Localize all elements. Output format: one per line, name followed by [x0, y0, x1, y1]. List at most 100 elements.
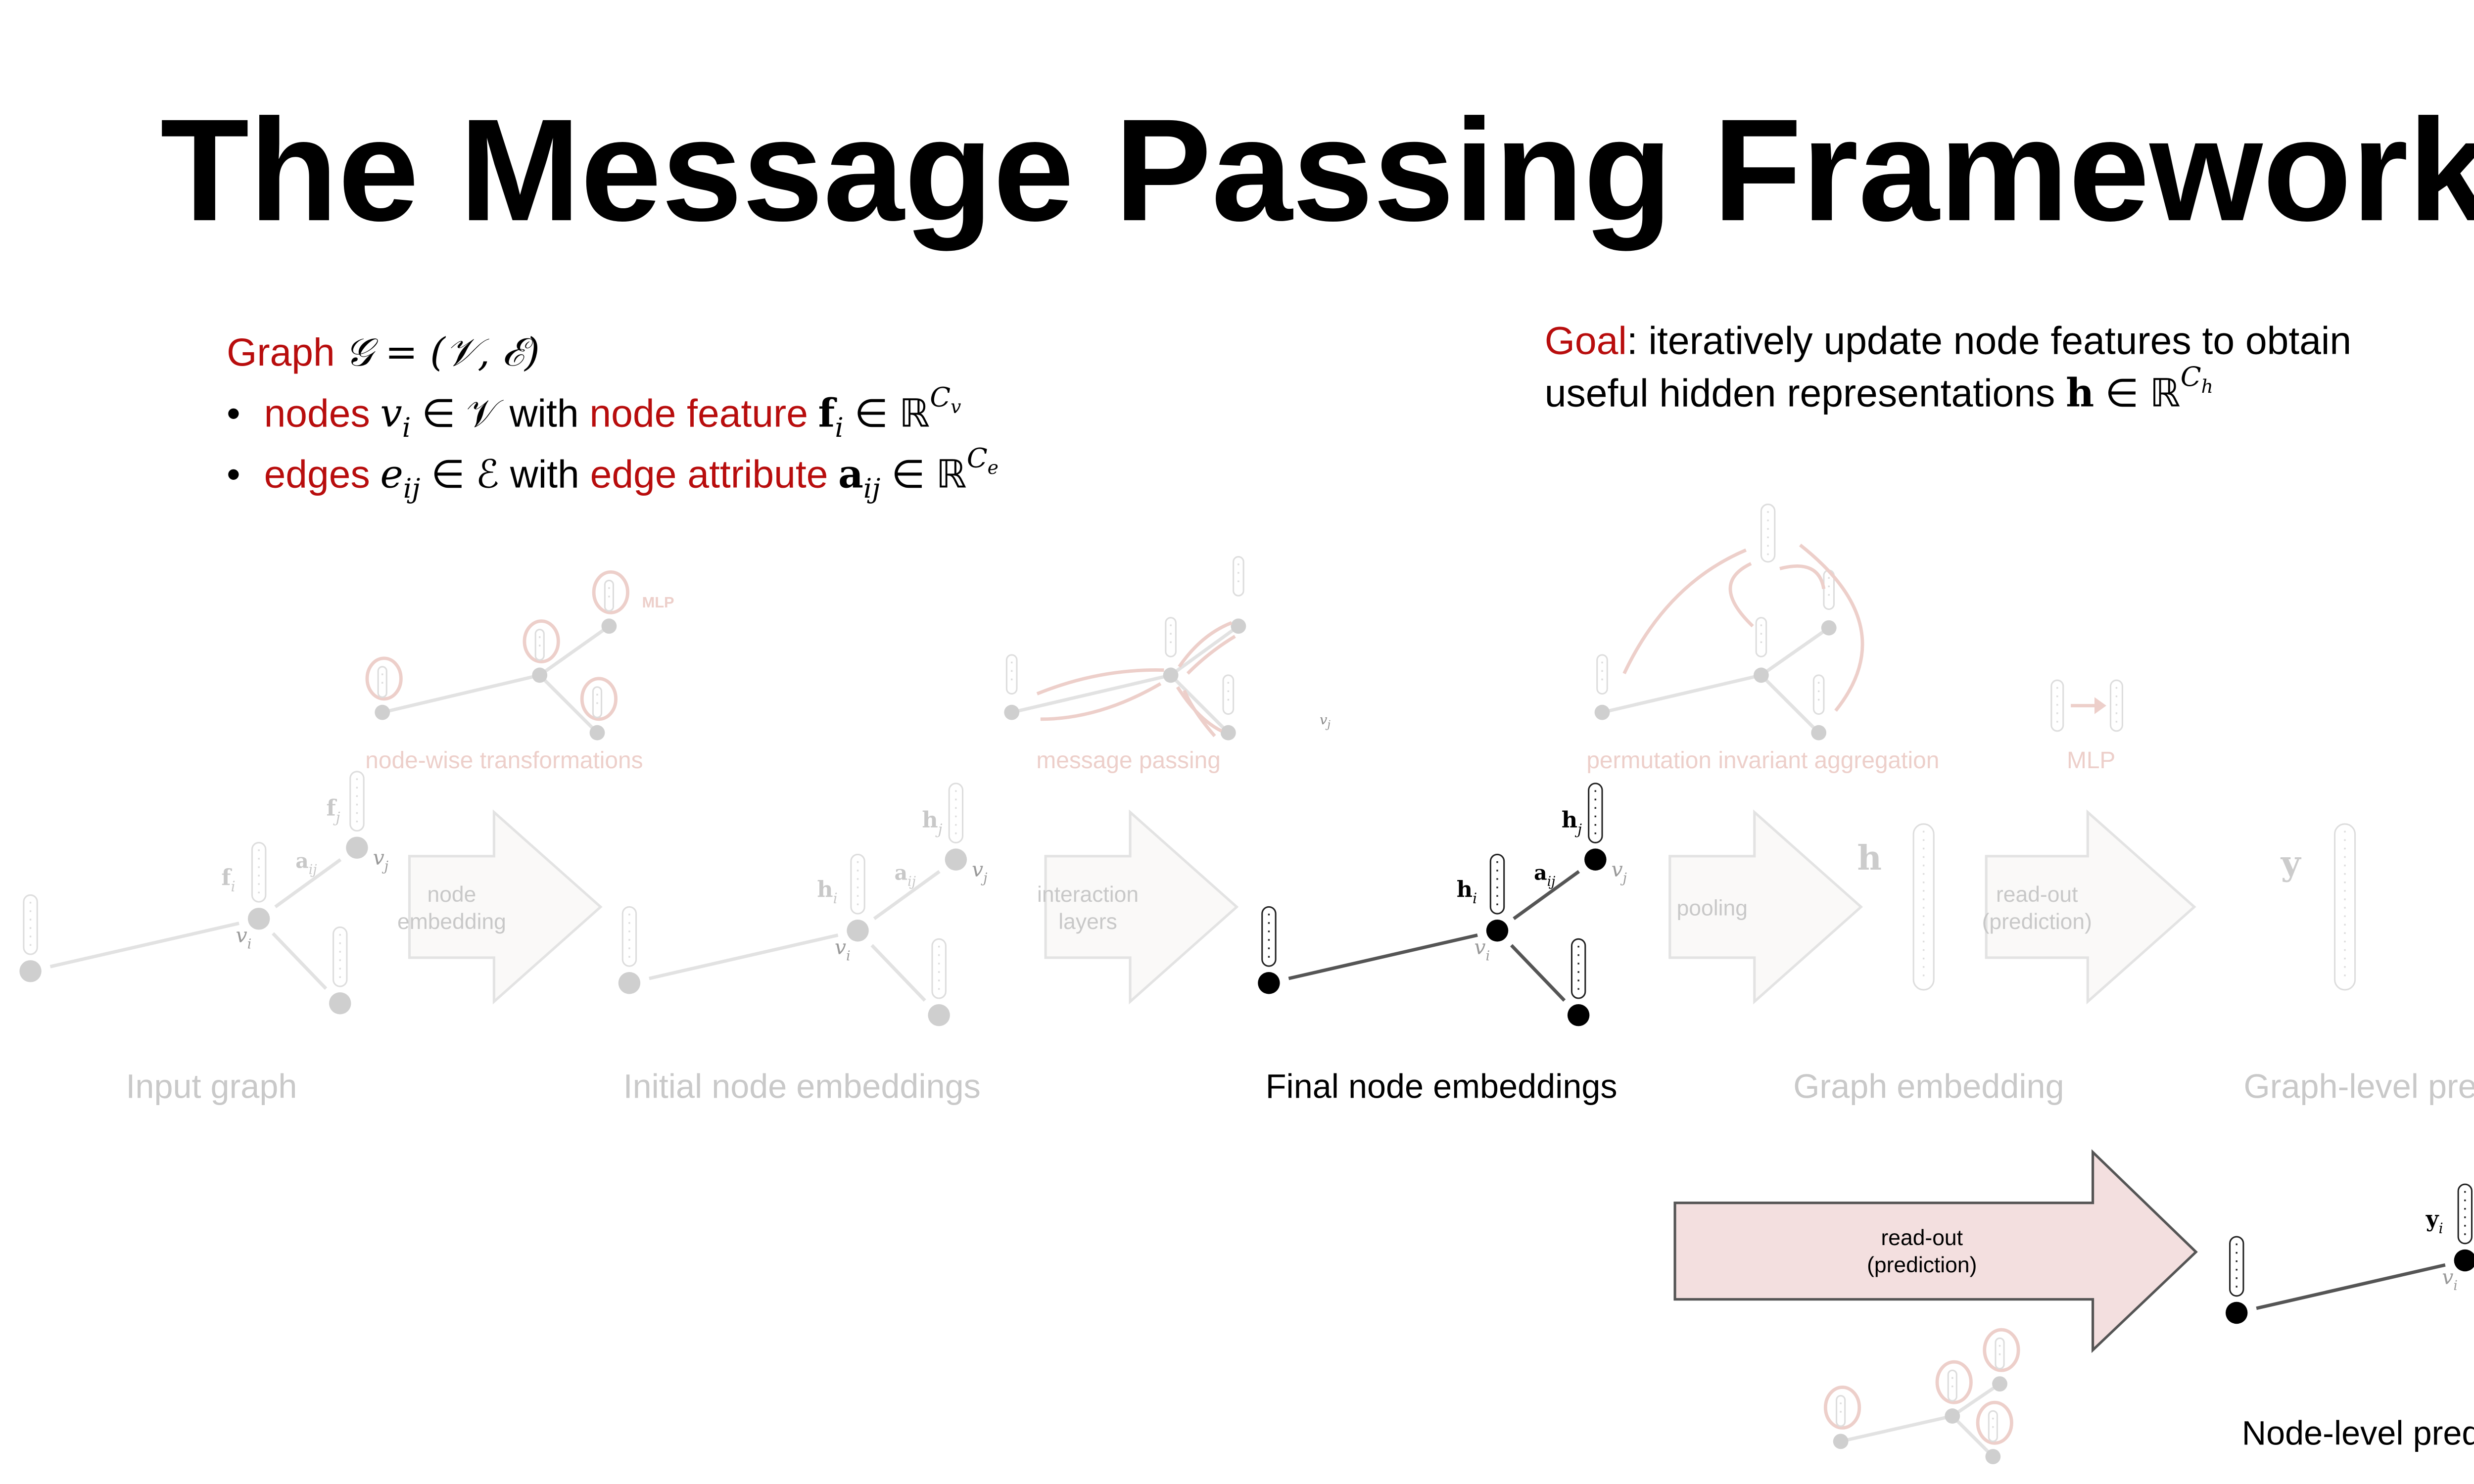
- graph-node: [1258, 972, 1280, 994]
- vector-bracket: [931, 938, 947, 999]
- graph-edge: [274, 858, 342, 909]
- vector-bracket: [333, 926, 348, 987]
- graph-node: [618, 972, 641, 994]
- graph-node: [1231, 618, 1246, 634]
- graph-node: [1004, 704, 1020, 720]
- label-edge-attribute: aij: [895, 861, 916, 889]
- aggregation-arrow: [1799, 543, 1864, 712]
- vector-bracket: [1812, 674, 1825, 715]
- label-node-i-feature-symbol: y: [2426, 1206, 2439, 1232]
- mlp-diagram: [2050, 679, 2123, 732]
- vector-bracket: [1760, 504, 1776, 563]
- caption-graph-embedding: Graph embedding: [1793, 1068, 2064, 1106]
- label-node-i-feature-symbol: h: [817, 877, 833, 902]
- slide-title: The Message Passing Framework: [160, 89, 2474, 252]
- label-vi-subscript: i: [846, 948, 851, 964]
- caption-initial-embeddings: Initial node embeddings: [623, 1068, 981, 1106]
- feature-vector: [251, 841, 267, 903]
- mlp-arrowhead: [2094, 697, 2106, 714]
- aggregation-diagram: [1594, 504, 1864, 741]
- vector-bracket: [1755, 617, 1767, 657]
- graph-node: [1584, 848, 1607, 871]
- feature-vector: [2229, 1236, 2244, 1297]
- arrow-shape: [1044, 809, 1239, 1005]
- label-node-i-feature: fi: [221, 865, 235, 895]
- graph-node: [1220, 725, 1236, 741]
- message-arrow: [1186, 635, 1236, 675]
- arrow-label-line: node: [428, 882, 476, 907]
- label-vi: vi: [1474, 935, 1490, 964]
- feature-vector: [1005, 654, 1018, 695]
- graph-node: [1833, 1434, 1849, 1449]
- feature-vector: [1222, 674, 1235, 715]
- graph-edge: [1288, 933, 1478, 980]
- graph-node: [1594, 704, 1610, 720]
- graph-readout-arrow: read-out(prediction): [1982, 809, 2196, 1005]
- graph-edge: [272, 932, 328, 990]
- step-label-nodewise: node-wise transformations: [365, 747, 643, 774]
- message-arrow: [1036, 668, 1164, 696]
- graph-node: [247, 908, 270, 930]
- feature-vector: [534, 629, 545, 661]
- vector-bracket: [23, 894, 38, 955]
- feature-vector: [1570, 938, 1586, 999]
- graph-node: [945, 848, 967, 871]
- self-loop-arrow: [1935, 1360, 1973, 1404]
- graph-edge: [1760, 674, 1820, 734]
- stray-vj-label: vj: [1320, 712, 1331, 730]
- label-node-i-feature-subscript: i: [2439, 1220, 2443, 1237]
- graph-node: [1811, 725, 1827, 741]
- vector-bracket: [1489, 853, 1505, 915]
- label-vi: vi: [236, 924, 252, 952]
- label-node-i-feature-subscript: i: [231, 878, 236, 895]
- label-node-i-feature-subscript: i: [833, 890, 838, 907]
- feature-vector: [1261, 906, 1277, 967]
- arrow-label-line: interaction: [1037, 882, 1139, 907]
- graph-node: [928, 1004, 950, 1026]
- graph-node: [19, 960, 42, 982]
- vector-bracket: [1588, 783, 1603, 843]
- label-edge-attribute-symbol: a: [295, 849, 309, 873]
- graph-node: [329, 992, 351, 1015]
- arrow-label-line: pooling: [1677, 896, 1748, 920]
- label-node-j-feature: hj: [922, 807, 942, 837]
- graph-prediction-symbol: y: [2281, 843, 2302, 883]
- graph-edge: [1951, 1382, 2001, 1418]
- pooling-arrow: pooling: [1668, 809, 1863, 1005]
- feature-vector: [2109, 679, 2123, 732]
- arrow-label-line: (prediction): [1867, 1253, 1977, 1277]
- graph-edge: [1510, 944, 1566, 1002]
- feature-vector: [1165, 617, 1177, 657]
- feature-vector: [1812, 674, 1825, 715]
- arrow-label: read-out (prediction): [1867, 1226, 1977, 1277]
- label-vi-subscript: i: [247, 936, 252, 952]
- graph-edge: [649, 933, 839, 980]
- graph-node: [1163, 667, 1179, 683]
- label-edge-attribute-subscript: ij: [309, 862, 317, 878]
- arrow-label-line: (prediction): [1982, 910, 2092, 934]
- vector-bracket: [2457, 1183, 2473, 1245]
- goal-text: Goal: iteratively update node features t…: [1545, 319, 2351, 416]
- vector-bracket: [1596, 654, 1608, 695]
- graph-node: [2225, 1301, 2248, 1324]
- self-loop-arrow: [523, 619, 560, 664]
- label-vj: vj: [373, 846, 388, 874]
- feature-vector: [349, 771, 365, 832]
- feature-vector: [1912, 823, 1935, 991]
- graph-edge: [49, 922, 239, 969]
- graph-edge: [1169, 674, 1230, 734]
- feature-vector: [1988, 1410, 1998, 1442]
- label-vj-symbol: v: [373, 846, 384, 870]
- graph-embedding-symbol: h: [1857, 838, 1882, 878]
- graph-edge: [1760, 626, 1830, 677]
- self-loop-arrow: [1823, 1386, 1861, 1430]
- label-node-i-feature: hi: [817, 877, 838, 907]
- vector-bracket: [1836, 1394, 1846, 1427]
- feature-vector: [592, 686, 603, 718]
- arrow-label-line: read-out: [1881, 1226, 1963, 1250]
